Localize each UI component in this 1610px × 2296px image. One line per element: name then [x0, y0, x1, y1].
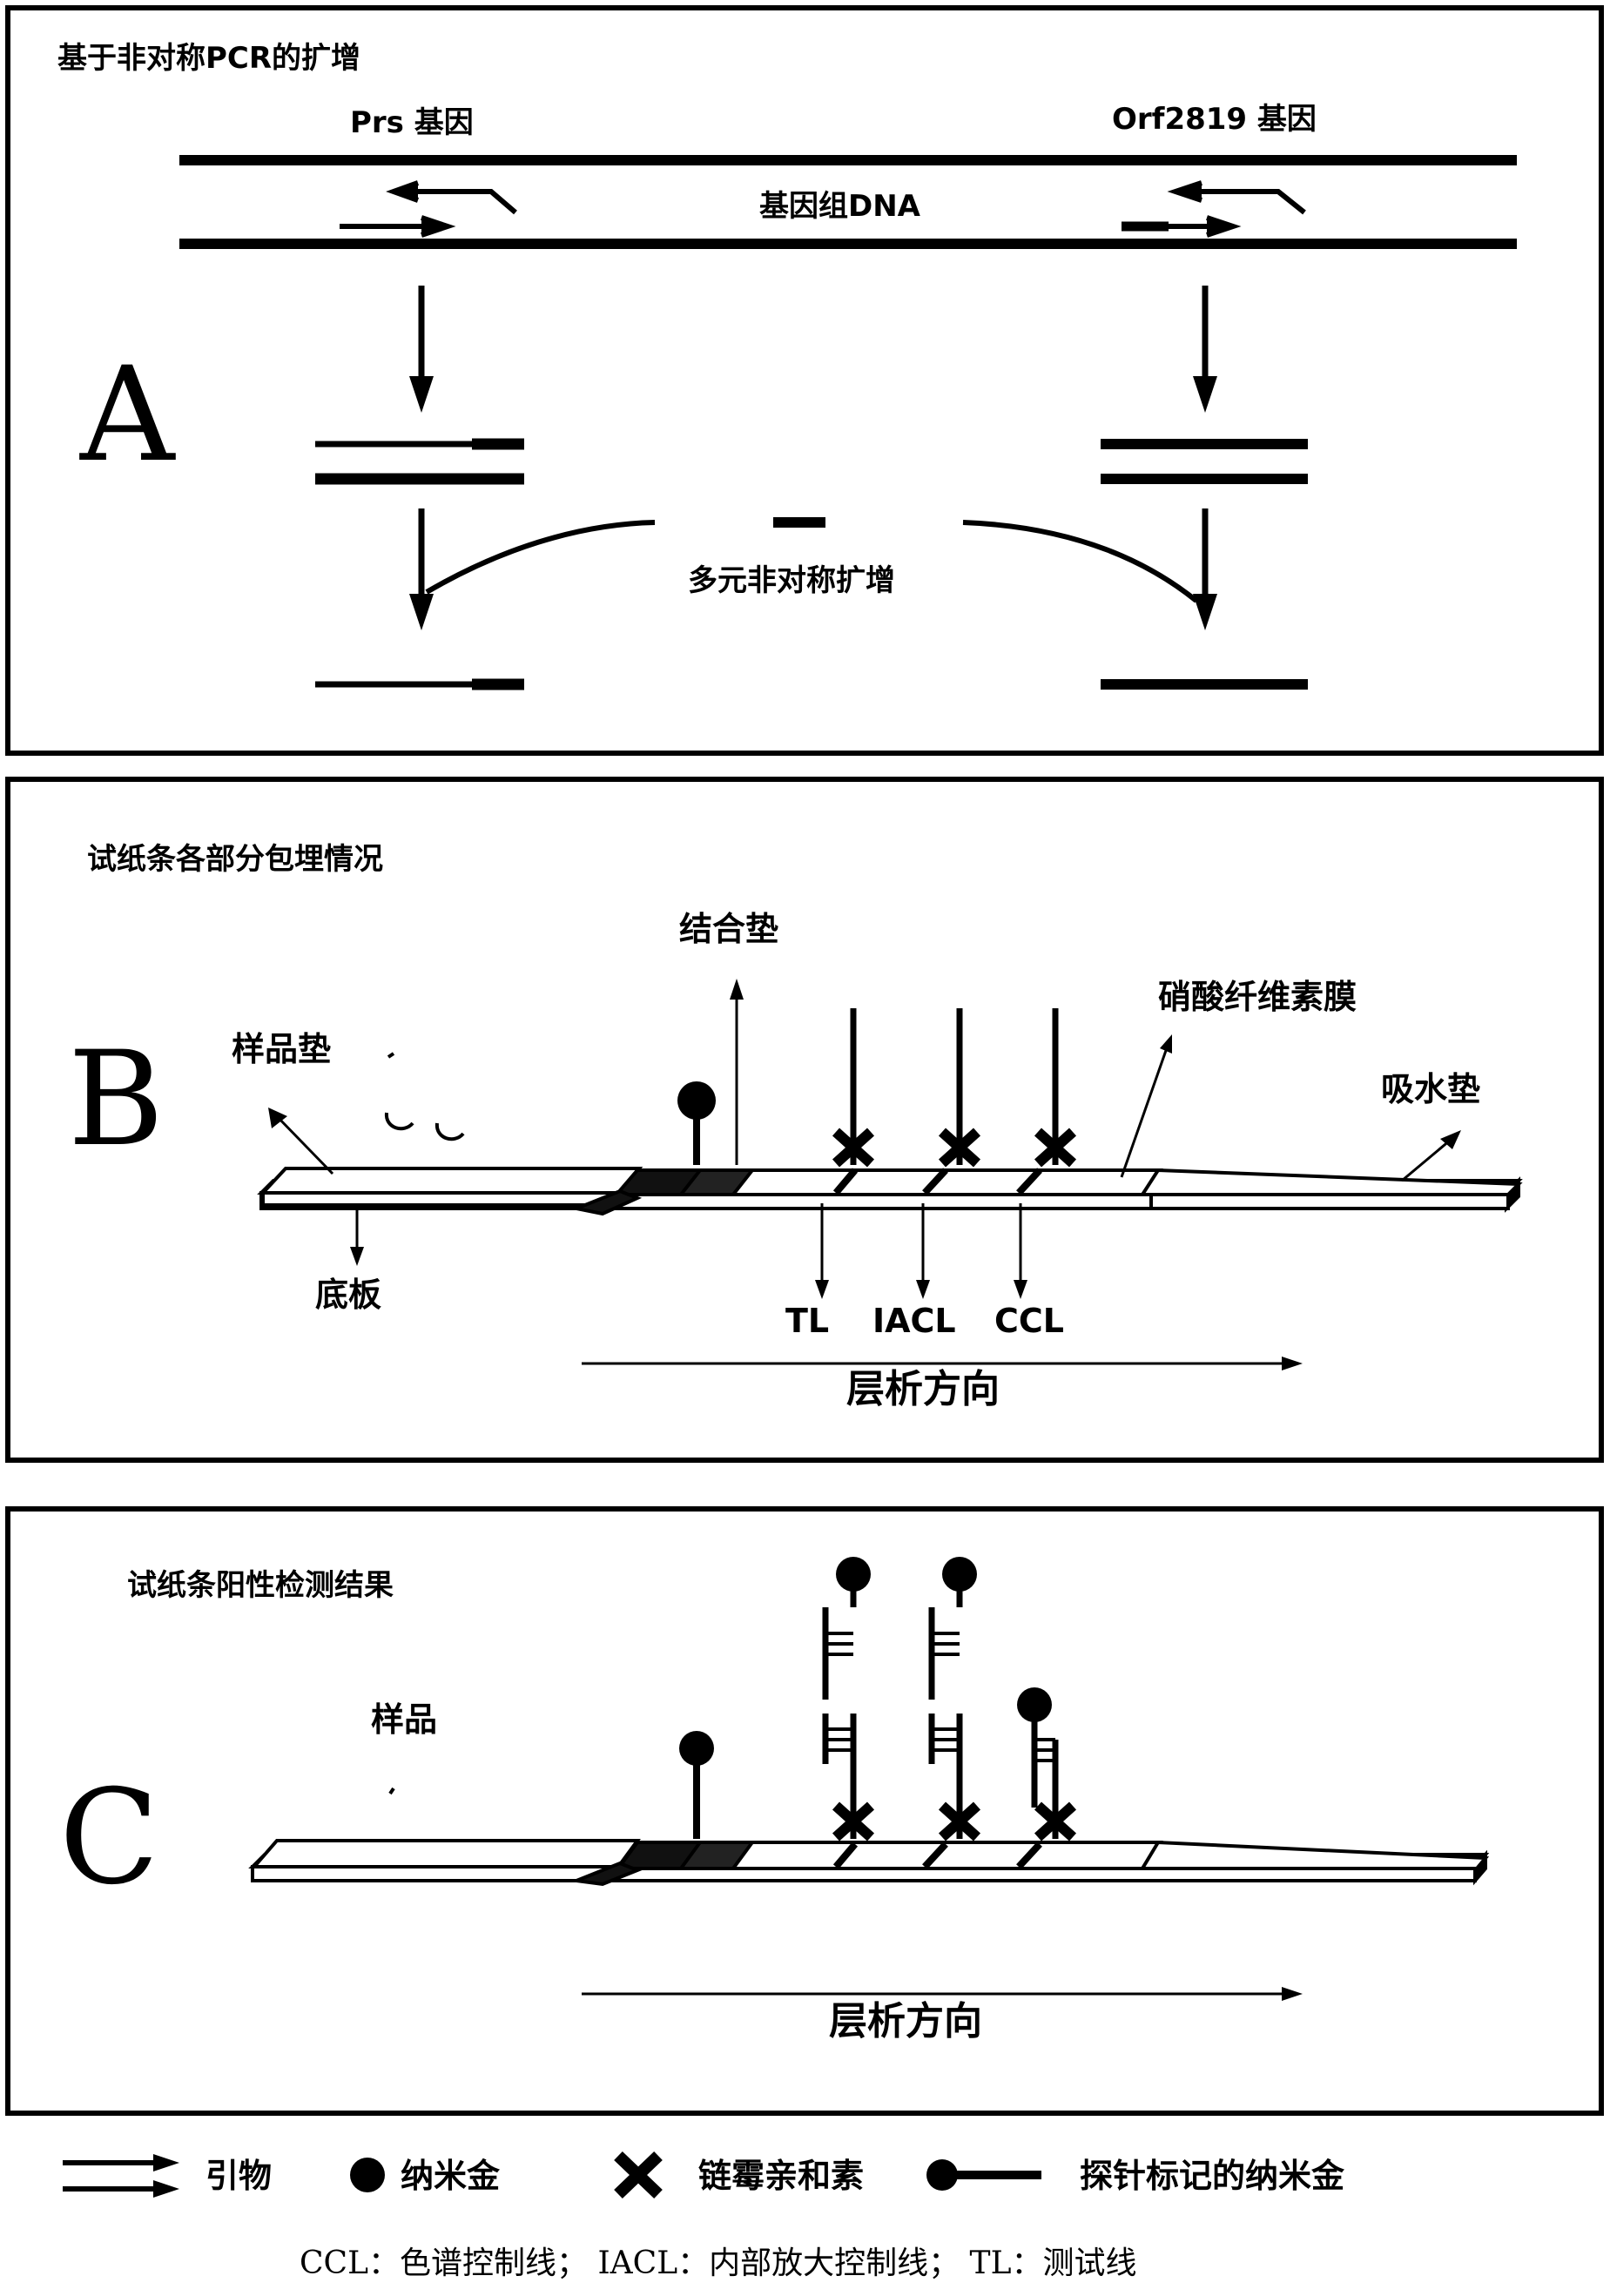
membrane-lines-c — [832, 1842, 1042, 1869]
gene-label-orf2819: Orf2819 基因 — [1112, 102, 1317, 137]
arrow-left-down-2 — [409, 508, 434, 630]
arrow-chromatography-c — [582, 1987, 1303, 2001]
panel-a: 基于非对称PCR的扩增 Prs 基因 Orf2819 基因 基因组DNA A 多… — [5, 5, 1604, 756]
membrane-lines-b — [832, 1168, 1042, 1195]
label-iacl: IACL — [872, 1302, 956, 1340]
arrow-iacl — [916, 1203, 930, 1299]
arrow-nitrocellulose — [1120, 1034, 1172, 1178]
sample-drops-b — [384, 1052, 465, 1141]
product-right-double — [1101, 439, 1308, 484]
arrow-chromatography-b — [582, 1357, 1303, 1370]
panel-c: 试纸条阳性检测结果 样品 层析方向 C — [5, 1506, 1604, 2116]
arrow-test-line — [815, 1203, 829, 1299]
arrow-backing — [350, 1210, 364, 1266]
legend-footnote: CCL：色谱控制线； IACL：内部放大控制线； TL：测试线 — [300, 2246, 1137, 2281]
label-sample: 样品 — [371, 1700, 438, 1739]
legend-probe-gold-label: 探针标记的纳米金 — [1080, 2157, 1345, 2195]
panel-b-drawing — [257, 979, 1523, 1370]
legend-icons — [63, 2151, 1041, 2199]
panel-c-title: 试纸条阳性检测结果 — [127, 1568, 394, 1603]
panel-b: 试纸条各部分包埋情况 结合垫 硝酸纤维素膜 样品垫 吸水垫 底板 TL IACL… — [5, 777, 1604, 1463]
arrow-conjugate-pad — [730, 979, 744, 1165]
arrow-right-down-2 — [1193, 508, 1217, 630]
gene-label-prs: Prs 基因 — [350, 105, 474, 140]
primer-left-reverse — [386, 180, 517, 215]
streptavidin-marks-b — [832, 1128, 1077, 1168]
test-strip-b — [257, 1167, 1523, 1216]
primer-left-forward — [340, 215, 456, 238]
arrow-left-down-1 — [409, 286, 434, 413]
arrow-ccl — [1014, 1203, 1027, 1299]
arrow-right-down-1 — [1193, 286, 1217, 413]
label-chromatography-direction-c: 层析方向 — [829, 1999, 982, 2044]
label-conjugate-pad: 结合垫 — [679, 910, 779, 948]
captured-complex-tl — [822, 1557, 871, 1839]
test-strip-c — [248, 1839, 1490, 1887]
label-chromatography-direction-b: 层析方向 — [846, 1367, 1000, 1411]
panel-c-letter: C — [59, 1762, 159, 1914]
panel-a-letter: A — [80, 340, 175, 491]
label-absorbent-pad: 吸水垫 — [1381, 1070, 1481, 1108]
genome-dna-label: 基因组DNA — [759, 189, 920, 224]
legend-probe-gold-icon — [926, 2159, 1041, 2191]
label-backing: 底板 — [315, 1276, 382, 1314]
legend-nanogold-label: 纳米金 — [401, 2157, 501, 2195]
panel-a-drawing — [179, 155, 1517, 690]
label-sample-pad: 样品垫 — [232, 1030, 332, 1068]
label-nitrocellulose: 硝酸纤维素膜 — [1158, 978, 1357, 1016]
legend-nanogold-icon — [350, 2158, 385, 2192]
captured-complex-iacl — [928, 1557, 977, 1839]
arc-right — [962, 520, 1198, 603]
arc-left — [425, 520, 656, 595]
legend: 引物 纳米金 链霉亲和素 探针标记的纳米金 CCL：色谱控制线； IACL：内部… — [0, 2124, 1610, 2296]
panel-c-drawing — [248, 1557, 1490, 2001]
probe-gold-b — [677, 1081, 716, 1165]
panel-a-title: 基于非对称PCR的扩增 — [57, 41, 361, 76]
product-left-double — [315, 438, 524, 485]
probe-gold-c — [679, 1731, 714, 1839]
legend-primer-label: 引物 — [205, 2157, 273, 2195]
multiplex-amplification-label: 多元非对称扩增 — [688, 563, 895, 598]
primer-right-forward — [1122, 215, 1242, 238]
arrow-absorbent-pad — [1401, 1130, 1461, 1182]
legend-primer-icon — [63, 2154, 179, 2198]
arrow-sample-pad — [268, 1108, 334, 1175]
primer-right-reverse — [1167, 180, 1306, 215]
panel-b-title: 试纸条各部分包埋情况 — [87, 842, 383, 877]
panel-b-letter: B — [68, 1024, 165, 1175]
streptavidin-marks-c — [832, 1801, 1077, 1842]
label-test-line: TL — [785, 1302, 830, 1340]
legend-streptavidin-label: 链霉亲和素 — [698, 2157, 865, 2195]
label-ccl: CCL — [994, 1302, 1064, 1340]
legend-streptavidin-icon — [614, 2151, 663, 2199]
